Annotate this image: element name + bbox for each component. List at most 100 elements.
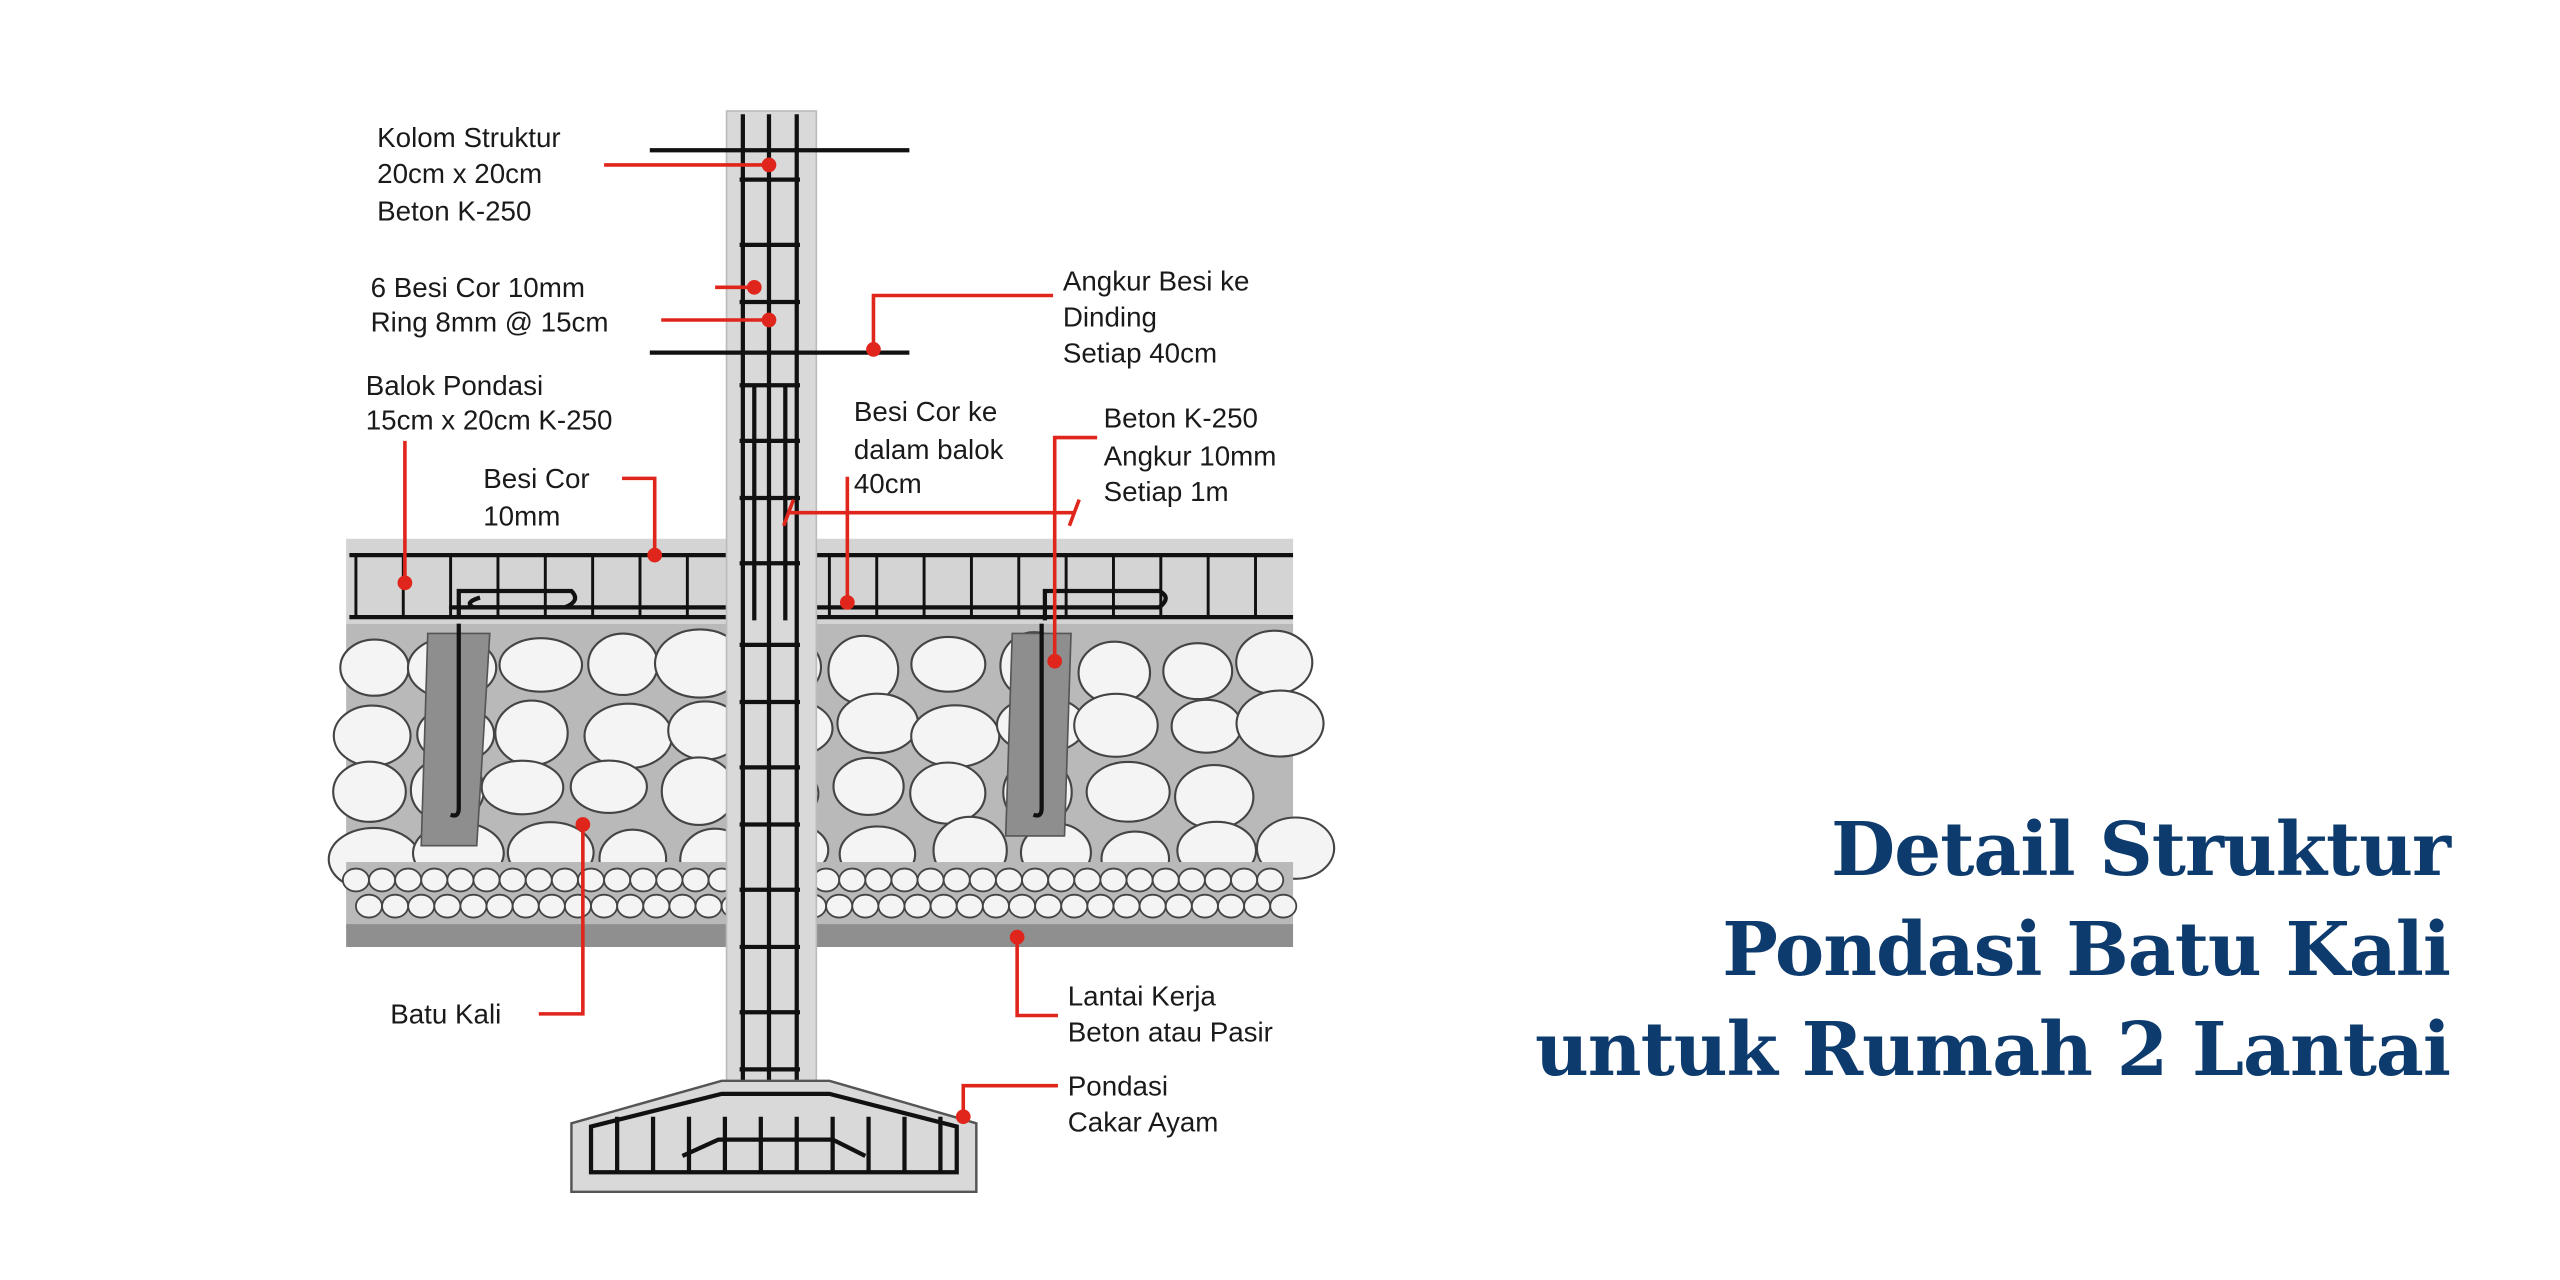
- pebble: [472, 867, 501, 893]
- rock: [910, 635, 987, 693]
- pebble: [341, 867, 370, 893]
- pebble: [981, 893, 1010, 919]
- pebble: [681, 867, 710, 893]
- label-line: Beton atau Pasir: [1068, 1017, 1273, 1048]
- label-line: Dinding: [1063, 302, 1157, 333]
- rock: [1235, 689, 1325, 758]
- label-line: 6 Besi Cor 10mm: [371, 272, 585, 303]
- rock: [480, 759, 565, 816]
- pebble: [433, 893, 462, 919]
- rock: [910, 704, 1001, 769]
- footing: [570, 1079, 978, 1194]
- pebble: [537, 893, 566, 919]
- rock: [1085, 760, 1171, 823]
- label-lantai-kerja: Lantai Kerja Beton atau Pasir: [1068, 981, 1273, 1048]
- lean-concrete-layer: [346, 924, 1294, 947]
- label-cakar-ayam: Pondasi Cakar Ayam: [1068, 1071, 1219, 1138]
- label-line: Balok Pondasi: [366, 370, 543, 401]
- label-line: Angkur Besi ke: [1063, 266, 1250, 297]
- label-line: Kolom Struktur: [377, 122, 561, 153]
- rock: [332, 704, 412, 767]
- pebble: [629, 867, 658, 893]
- rock: [1174, 763, 1255, 830]
- label-angkur-beton: Beton K-250 Angkur 10mm Setiap 1m: [1104, 403, 1277, 507]
- label-besi-cor-balok: Besi Cor ke dalam balok 40cm: [854, 396, 1004, 499]
- rock: [332, 760, 407, 823]
- anchor-block-left: [420, 632, 491, 847]
- pebble: [381, 893, 410, 919]
- rock: [583, 702, 674, 770]
- label-line: 10mm: [483, 501, 560, 532]
- rock: [1162, 642, 1234, 701]
- pebble: [825, 893, 854, 919]
- title-line-1: Detail Struktur: [1830, 807, 2451, 893]
- pebble: [903, 893, 932, 919]
- label-line: dalam balok: [854, 434, 1004, 465]
- pebble: [459, 893, 488, 919]
- label-line: Beton K-250: [377, 195, 531, 226]
- label-line: Lantai Kerja: [1068, 981, 1217, 1012]
- label-line: Setiap 1m: [1104, 476, 1229, 507]
- pebble: [1230, 867, 1259, 893]
- column: [649, 110, 910, 1193]
- label-line: Ring 8mm @ 15cm: [371, 306, 609, 337]
- pebble: [890, 867, 919, 893]
- label-line: Besi Cor: [483, 463, 589, 494]
- pebble: [968, 867, 997, 893]
- rock: [909, 761, 987, 825]
- pebble: [498, 867, 527, 893]
- pebble: [1190, 893, 1219, 919]
- pebble: [511, 893, 540, 919]
- label-line: 40cm: [854, 468, 922, 499]
- label-line: 20cm x 20cm: [377, 158, 542, 189]
- pebble: [942, 867, 971, 893]
- pebble: [1177, 867, 1206, 893]
- label-besi-cor: Besi Cor 10mm: [483, 463, 589, 532]
- rock: [569, 759, 648, 814]
- foundation-beam: [346, 538, 1294, 624]
- rock: [498, 637, 584, 693]
- rock: [836, 692, 920, 755]
- pebble: [668, 893, 697, 919]
- pebble: [642, 893, 671, 919]
- pebble: [1073, 867, 1102, 893]
- pebble: [368, 867, 396, 893]
- label-line: Batu Kali: [390, 999, 501, 1030]
- pebble: [1269, 893, 1298, 919]
- label-kolom-struktur: Kolom Struktur 20cm x 20cm Beton K-250: [377, 122, 561, 226]
- rock: [339, 638, 410, 697]
- pebble: [524, 867, 553, 893]
- pebble: [851, 893, 880, 919]
- label-batu-kali: Batu Kali: [390, 999, 501, 1030]
- pebble: [1256, 867, 1285, 893]
- pebble: [1047, 867, 1076, 893]
- label-line: Angkur 10mm: [1104, 440, 1277, 471]
- pebble: [1060, 893, 1089, 919]
- pebble: [877, 893, 906, 919]
- pebble: [616, 893, 645, 919]
- rock: [1235, 629, 1314, 696]
- pebble: [590, 893, 619, 919]
- pebble: [1217, 893, 1245, 919]
- pebble: [929, 893, 958, 919]
- pebble: [1138, 893, 1167, 919]
- pebble: [1099, 867, 1128, 893]
- label-line: Pondasi: [1068, 1071, 1168, 1102]
- label-line: Besi Cor ke: [854, 396, 997, 427]
- pebble: [407, 893, 436, 919]
- label-angkur-dinding: Angkur Besi ke Dinding Setiap 40cm: [1063, 266, 1250, 369]
- pebble: [420, 867, 449, 893]
- rock: [832, 756, 905, 817]
- pebble: [1151, 867, 1180, 893]
- pebble: [955, 893, 984, 919]
- pebble: [1034, 893, 1063, 919]
- pebble: [1008, 893, 1036, 919]
- pebble: [1243, 893, 1272, 919]
- title-line-3: untuk Rumah 2 Lantai: [1534, 1007, 2451, 1093]
- pebble: [1086, 893, 1115, 919]
- page-title: Detail Struktur Pondasi Batu Kali untuk …: [1534, 800, 2451, 1100]
- pebble: [446, 867, 475, 893]
- anchor-block-right: [1004, 632, 1072, 837]
- pebble: [1125, 867, 1154, 893]
- label-line: Beton K-250: [1104, 403, 1258, 434]
